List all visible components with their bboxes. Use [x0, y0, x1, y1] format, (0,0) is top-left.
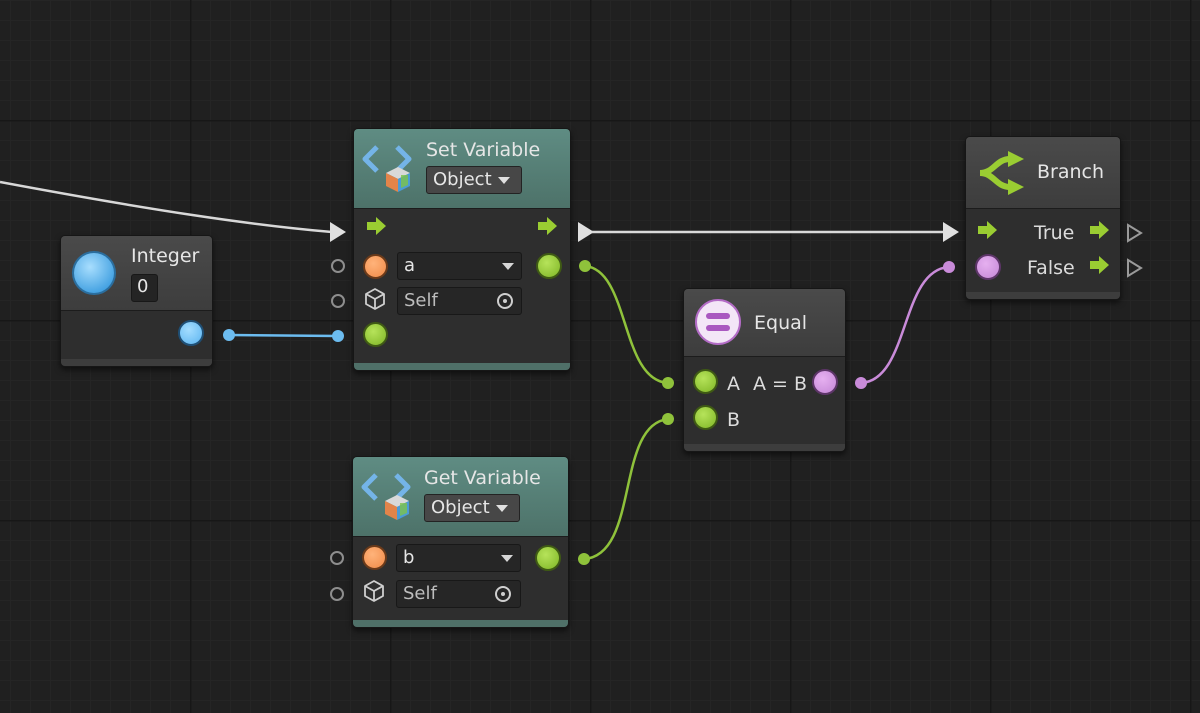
branch-arrows-icon: [979, 151, 1024, 195]
branch-flow-in-arrow: [943, 222, 959, 242]
branch-true-arrow-icon[interactable]: [1089, 220, 1111, 240]
set-variable-flow-in-arrow-icon[interactable]: [366, 216, 388, 236]
equal-input-b-label: B: [727, 409, 741, 431]
branch-flow-in-arrow-icon[interactable]: [977, 220, 999, 240]
integer-node-title: Integer: [131, 245, 200, 267]
chevron-down-icon: [495, 504, 508, 512]
set-variable-name-port[interactable]: [331, 259, 345, 273]
wire-dot: [662, 377, 674, 389]
equal-node-footer: [684, 444, 845, 451]
get-variable-name-value: b: [403, 547, 415, 568]
get-variable-kind-dropdown[interactable]: Object: [424, 494, 520, 522]
get-variable-target-port[interactable]: [330, 587, 344, 601]
equal-input-a-port[interactable]: [693, 369, 718, 394]
get-variable-target-value: Self: [403, 583, 437, 604]
integer-value-field[interactable]: 0: [131, 274, 158, 302]
equal-output-label: A = B: [753, 373, 808, 395]
blue-circle-icon: [72, 251, 116, 295]
set-variable-flow-out-arrow: [578, 222, 594, 242]
set-variable-target-port[interactable]: [331, 294, 345, 308]
get-variable-title: Get Variable: [424, 467, 541, 489]
chevron-down-icon[interactable]: [502, 263, 514, 270]
wire-dot: [579, 260, 591, 272]
integer-node-footer: [61, 359, 212, 366]
get-variable-node[interactable]: Get Variable Object b Self: [352, 456, 569, 628]
branch-false-arrow-icon[interactable]: [1089, 255, 1111, 275]
branch-node-header: [966, 137, 1120, 209]
wire-dot: [578, 553, 590, 565]
wire-dot: [662, 413, 674, 425]
code-brackets-cube-icon: [362, 145, 412, 192]
wire-dot: [943, 261, 955, 273]
flow-wire-arrowhead: [330, 222, 346, 242]
value-wire-get-to-equal-b: [583, 417, 669, 561]
set-variable-name-input-port[interactable]: [363, 254, 388, 279]
branch-condition-port[interactable]: [975, 254, 1001, 280]
set-variable-value-input-port[interactable]: [363, 322, 388, 347]
cube-outline-icon: [364, 580, 384, 602]
set-variable-node[interactable]: Set Variable Object a Self: [353, 128, 571, 371]
set-variable-kind-dropdown[interactable]: Object: [426, 166, 522, 194]
wire-dot: [332, 330, 344, 342]
cube-outline-icon: [365, 288, 385, 310]
code-brackets-cube-icon: [361, 473, 411, 520]
target-picker-icon[interactable]: [497, 293, 513, 309]
branch-node[interactable]: Branch True False: [965, 136, 1121, 300]
equal-sign-icon: [695, 299, 741, 345]
value-wire-integer-to-set: [228, 333, 339, 338]
branch-node-title: Branch: [1037, 161, 1105, 183]
equal-output-port[interactable]: [812, 369, 838, 395]
equal-input-b-port[interactable]: [693, 405, 718, 430]
get-variable-name-input-port[interactable]: [362, 545, 387, 570]
flow-wire-incoming: [0, 180, 333, 234]
set-variable-name-value: a: [404, 255, 416, 276]
wire-dot: [223, 329, 235, 341]
chevron-down-icon: [497, 176, 510, 184]
set-variable-kind-label: Object: [433, 169, 492, 190]
set-variable-flow-out-arrow-icon[interactable]: [537, 216, 559, 236]
equal-node-title: Equal: [754, 312, 808, 334]
set-variable-title: Set Variable: [426, 139, 541, 161]
branch-true-flow-out-port[interactable]: [1126, 223, 1144, 243]
get-variable-kind-label: Object: [431, 497, 490, 518]
branch-false-label: False: [1027, 257, 1075, 279]
branch-node-footer: [966, 292, 1120, 299]
set-variable-name-field[interactable]: a: [397, 252, 522, 280]
equal-input-a-label: A: [727, 373, 740, 395]
wire-dot: [855, 377, 867, 389]
integer-node[interactable]: Integer 0: [60, 235, 213, 367]
equal-node[interactable]: Equal A A = B B: [683, 288, 846, 452]
value-wire-equal-to-branch: [860, 265, 950, 385]
get-variable-name-field[interactable]: b: [396, 544, 521, 572]
branch-true-label: True: [1034, 222, 1075, 244]
get-variable-output-port[interactable]: [535, 545, 561, 571]
target-picker-icon[interactable]: [495, 586, 511, 602]
get-variable-name-port[interactable]: [330, 551, 344, 565]
integer-output-port[interactable]: [178, 320, 204, 346]
chevron-down-icon[interactable]: [501, 555, 513, 562]
value-wire-set-to-equal-a: [584, 264, 669, 385]
get-variable-footer: [353, 620, 568, 627]
branch-false-flow-out-port[interactable]: [1126, 258, 1144, 278]
set-variable-output-port[interactable]: [536, 253, 562, 279]
set-variable-footer: [354, 363, 570, 370]
set-variable-target-value: Self: [404, 290, 438, 311]
